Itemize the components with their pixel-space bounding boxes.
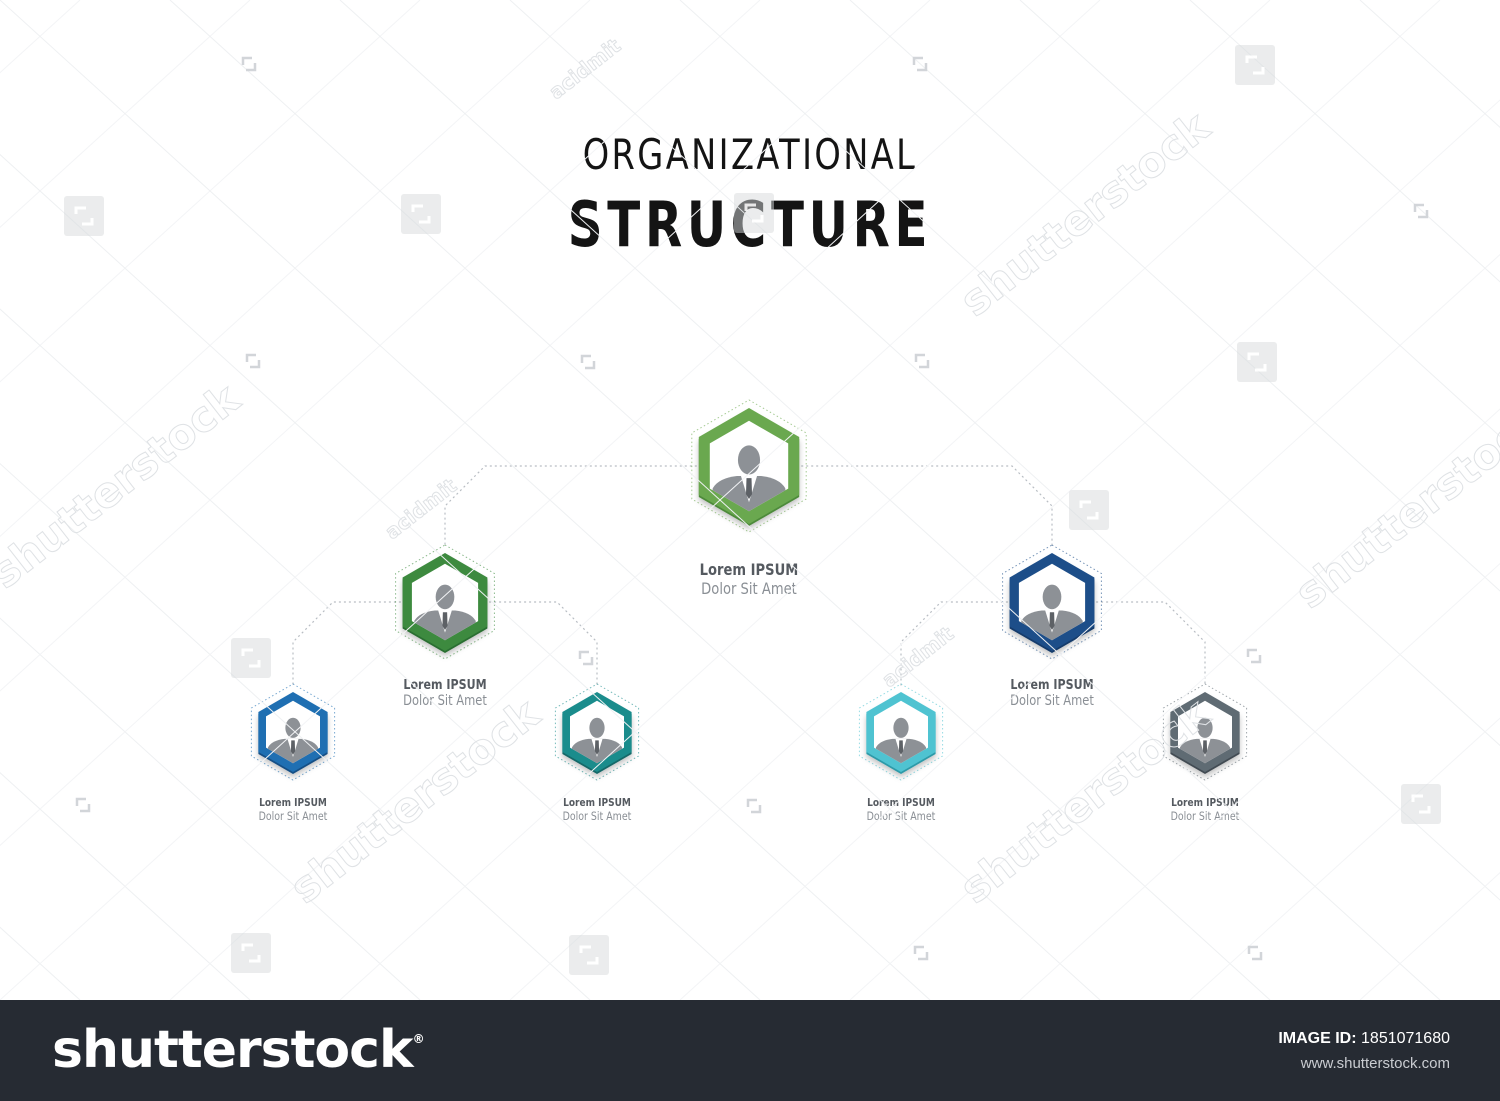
org-node-staff-4[interactable] (1162, 683, 1248, 781)
org-node-right-manager[interactable] (1002, 544, 1102, 660)
image-id-value: 1851071680 (1361, 1030, 1450, 1047)
node-subtitle: Dolor Sit Amet (701, 579, 797, 598)
node-name: Lorem IPSUM (867, 796, 935, 809)
node-subtitle: Dolor Sit Amet (1170, 809, 1240, 823)
node-subtitle: Dolor Sit Amet (403, 693, 487, 709)
node-name: Lorem IPSUM (563, 796, 631, 809)
node-subtitle: Dolor Sit Amet (1010, 693, 1094, 709)
connector-line (444, 465, 697, 547)
node-subtitle: Dolor Sit Amet (562, 809, 632, 823)
connector-line (900, 601, 1008, 686)
brand-logo[interactable]: shutterstock® (52, 1020, 425, 1080)
footer-bar: shutterstock® IMAGE ID: 1851071680 www.s… (0, 1000, 1500, 1101)
org-node-staff-2[interactable] (554, 683, 640, 781)
org-node-staff-3[interactable] (858, 683, 944, 781)
registered-mark: ® (412, 1032, 425, 1046)
connector-line (1096, 601, 1206, 686)
node-name: Lorem IPSUM (1010, 677, 1094, 693)
node-subtitle: Dolor Sit Amet (258, 809, 328, 823)
node-name: Lorem IPSUM (699, 560, 799, 579)
connector-line (489, 601, 598, 686)
node-name: Lorem IPSUM (403, 677, 487, 693)
org-chart (250, 399, 1248, 781)
org-node-staff-1[interactable] (250, 683, 336, 781)
site-url[interactable]: www.shutterstock.com (1300, 1055, 1450, 1072)
node-name: Lorem IPSUM (1171, 796, 1239, 809)
brand-logo-text: shutterstock (52, 1020, 414, 1080)
connector-line (292, 601, 401, 686)
connector-line (801, 465, 1053, 547)
image-id-label: IMAGE ID: (1278, 1030, 1357, 1047)
image-id: IMAGE ID: 1851071680 (1278, 1030, 1450, 1048)
node-name: Lorem IPSUM (259, 796, 327, 809)
node-subtitle: Dolor Sit Amet (866, 809, 936, 823)
org-node-root[interactable] (691, 399, 807, 533)
org-node-left-manager[interactable] (395, 544, 495, 660)
